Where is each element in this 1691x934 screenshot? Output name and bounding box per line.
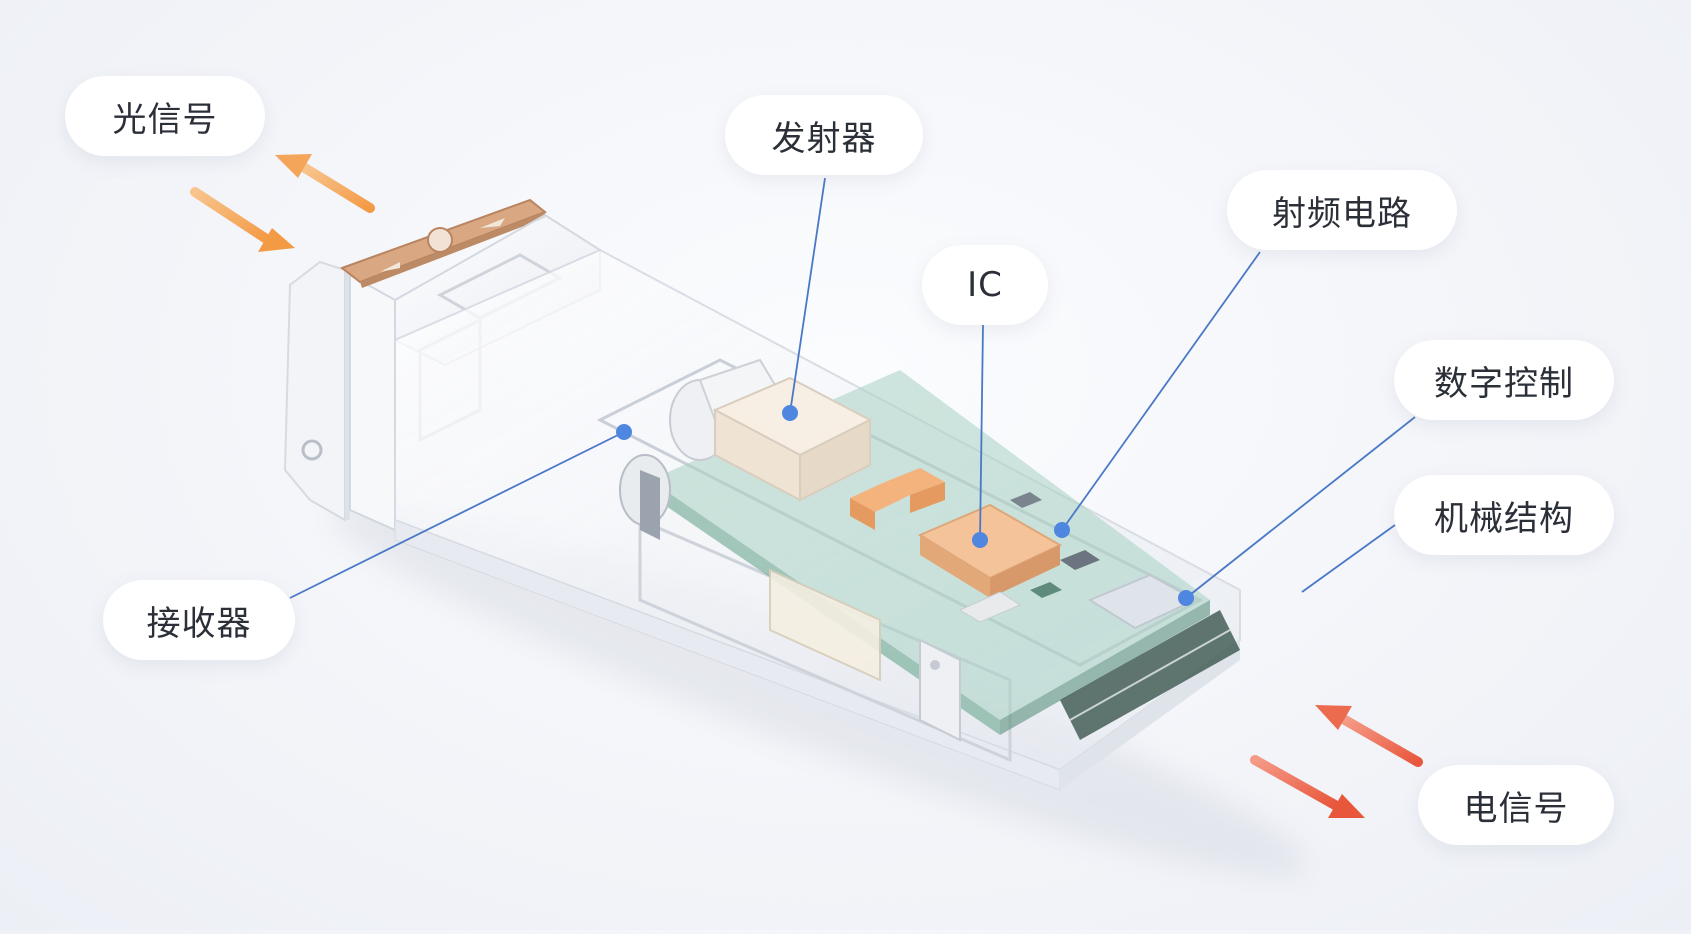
leader-transmitter [789,177,826,414]
leader-rf-circuit [1061,251,1261,531]
electrical-signal-arrows [1250,705,1423,818]
dot-ic [972,532,988,548]
metal-bracket [769,568,961,742]
ic-chip [917,503,1063,598]
leader-digital-control [1185,416,1416,599]
leader-receiver [289,431,625,599]
optical-arrow-in-icon [190,187,295,252]
sfp-module [283,198,1241,791]
dot-receiver [616,424,632,440]
leader-ic [979,324,984,541]
leader-dots [616,405,1194,606]
leader-lines [289,177,1416,599]
leader-mechanical [1301,524,1396,593]
electrical-arrow-in-icon [1315,705,1423,767]
label-rf-circuit: 射频电路 [1227,170,1457,250]
label-electrical-signal: 电信号 [1418,765,1614,845]
smd-components [958,492,1100,623]
passive-components [850,468,945,530]
label-receiver: 接收器 [103,580,295,660]
label-mechanical-structure: 机械结构 [1394,475,1614,555]
optical-arrow-out-icon [275,154,375,213]
optical-signal-arrows [190,154,375,252]
dot-digital-control [1178,590,1194,606]
label-digital-control: 数字控制 [1394,340,1614,420]
dot-rf-circuit [1054,522,1070,538]
label-optical-signal: 光信号 [65,76,265,156]
label-ic: IC [922,245,1048,325]
label-transmitter: 发射器 [725,95,923,175]
digital-control-block [1087,573,1198,630]
electrical-arrow-out-icon [1250,755,1365,818]
dot-transmitter [782,405,798,421]
